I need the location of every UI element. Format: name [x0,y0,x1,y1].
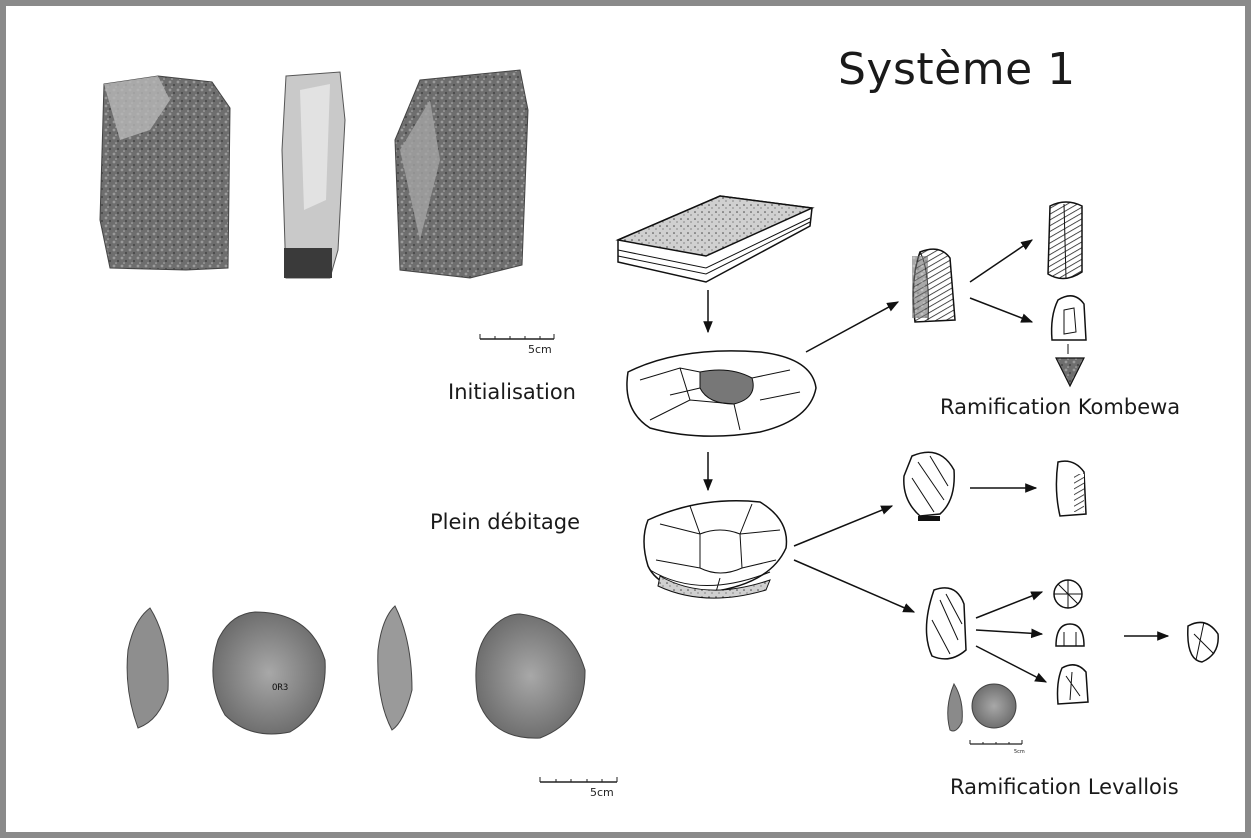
photo-core-face-2 [476,614,585,738]
arrow-lev-2 [976,630,1042,634]
drawing-levallois-product-2 [1056,624,1084,646]
photo-core-face-1: OR3 [213,612,325,734]
scale-label-top: 5cm [528,343,552,356]
label-plein-debitage: Plein débitage [430,510,580,534]
arrow-init-to-kombewa [806,302,898,352]
arrow-plein-to-levallois [794,560,914,612]
drawing-levallois-core [926,588,966,659]
drawing-core-initialisation [627,351,816,436]
scale-bar-small: 5cm [970,740,1025,755]
drawing-levallois-final-tool [1188,622,1218,662]
arrow-plein-to-flake [794,506,892,546]
scale-label-small: 5cm [1014,749,1025,755]
photo-levallois-side [948,684,963,731]
photo-core-side-1 [127,608,168,728]
page-title: Système 1 [838,44,1076,95]
drawing-debitage-tool [1056,461,1086,516]
arrow-lev-3 [976,646,1046,682]
arrow-lev-1 [976,592,1042,618]
drawing-debitage-flake [904,452,954,521]
photo-core-side-2 [378,606,412,730]
svg-text:OR3: OR3 [272,683,288,693]
label-ramification-kombewa: Ramification Kombewa [940,395,1180,419]
drawing-kombewa-tool-2 [1052,296,1086,386]
drawing-levallois-product-1 [1054,580,1082,608]
drawing-raw-slab [618,196,812,282]
photo-block-face-1 [100,76,230,270]
label-initialisation: Initialisation [448,380,576,404]
photo-block-face-2 [395,70,528,278]
drawing-levallois-product-3 [1058,665,1089,704]
photo-block-side [282,72,345,278]
scale-bar-bottom: 5cm [540,777,617,799]
drawing-kombewa-flake [912,249,955,322]
photo-levallois-face [972,684,1016,728]
label-ramification-levallois: Ramification Levallois [950,775,1179,799]
arrow-kombewa-up [970,240,1032,282]
arrow-kombewa-down [970,298,1032,322]
scale-label-bottom: 5cm [590,786,614,799]
scale-bar-top: 5cm [480,334,554,356]
drawing-kombewa-tool-1 [1048,202,1082,279]
drawing-core-plein-debitage [644,501,786,598]
